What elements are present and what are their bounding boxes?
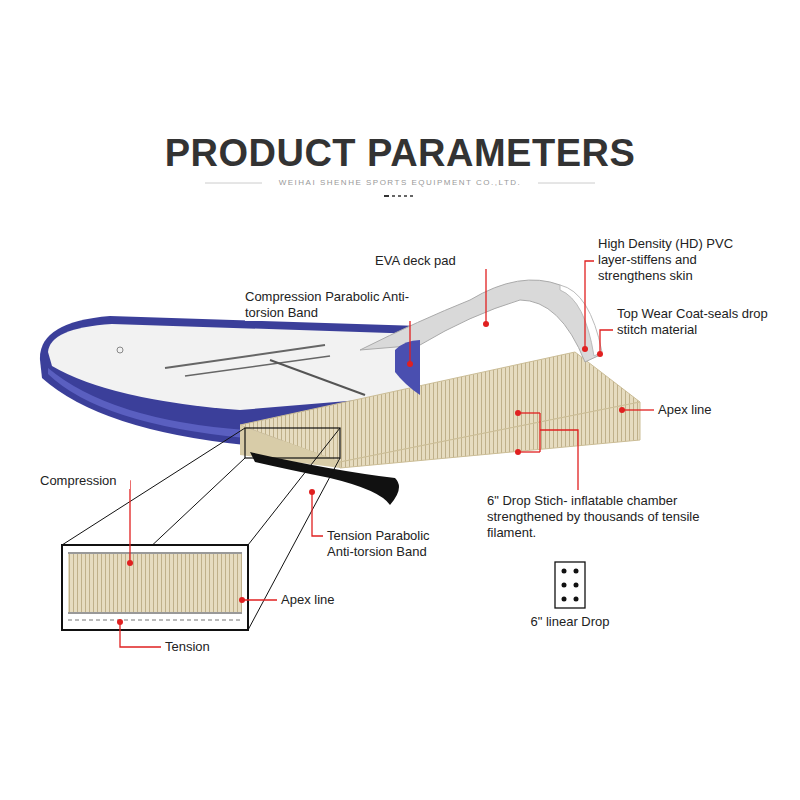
part-label: Tension [165, 639, 245, 655]
part-label: Apex line [281, 592, 371, 608]
part-label: Tension Parabolic Anti-torsion Band [327, 528, 457, 560]
part-label: Compression [40, 473, 130, 489]
part-label: Apex line [658, 402, 748, 418]
part-label: 6" Drop Stich- inflatable chamber streng… [487, 493, 709, 541]
page-title: PRODUCT PARAMETERS [0, 132, 800, 175]
part-label: Top Wear Coat-seals drop stitch material [617, 306, 787, 338]
node-text-wrap: 6" linear Drop [515, 560, 625, 630]
drop-symbol: 6" linear Drop [515, 560, 625, 630]
company-watermark: WEIHAI SHENHE SPORTS EQUIPMENT CO.,LTD. [0, 178, 800, 187]
part-label: EVA deck pad [375, 253, 495, 269]
dice-square [515, 560, 625, 612]
node-caption: 6" linear Drop [515, 614, 625, 630]
part-label: High Density (HD) PVC layer-stiffens and… [598, 236, 758, 284]
part-label: Compression Parabolic Anti-torsion Band [245, 289, 415, 321]
